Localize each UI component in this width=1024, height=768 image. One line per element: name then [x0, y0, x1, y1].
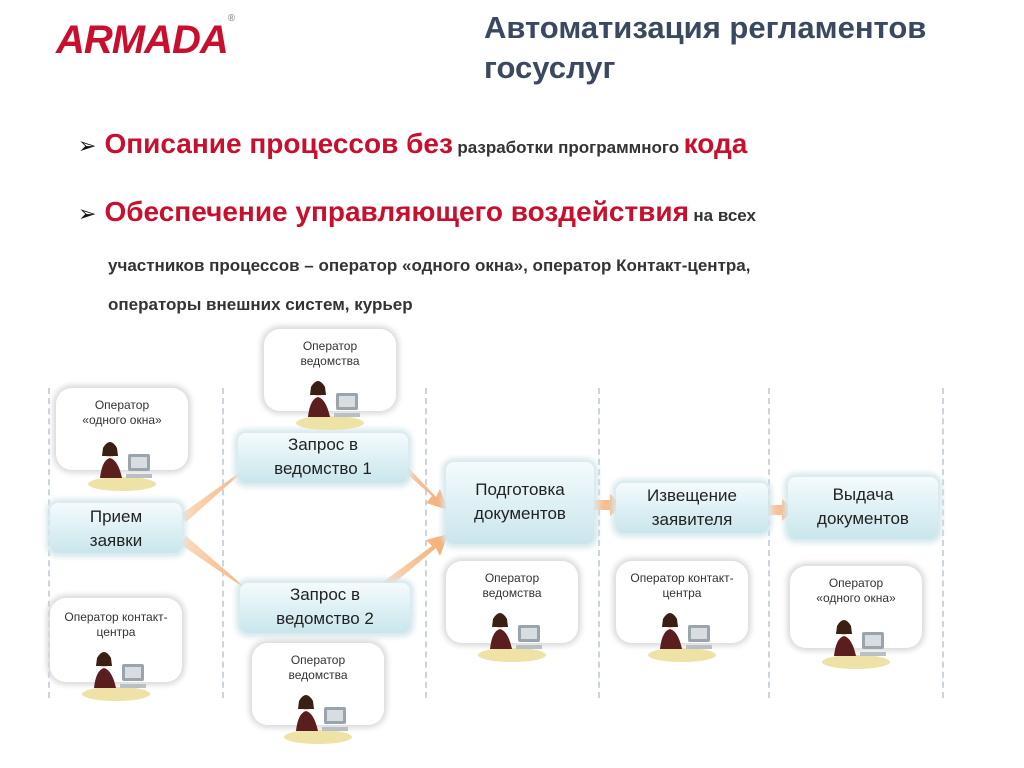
column-separator	[942, 388, 944, 698]
operator-card-window-left: Оператор «одного окна»	[56, 388, 188, 491]
operator-card-window-right: Оператор «одного окна»	[790, 566, 922, 669]
bullet-1: ➢ Описание процессов без разработки прог…	[78, 128, 748, 159]
bullet-arrow-icon: ➢	[78, 133, 97, 158]
step-notify: Извещение заявителя	[616, 483, 768, 533]
column-separator	[48, 388, 50, 698]
step-issue: Выдача документов	[788, 477, 938, 539]
operator-at-desk-icon	[296, 381, 364, 430]
bullet-2-line-2: участников процессов – оператор «одного …	[108, 256, 751, 275]
step-request1: Запрос в ведомство 1	[238, 433, 408, 483]
step-request2: Запрос в ведомство 2	[240, 583, 410, 633]
operator-at-desk-icon	[88, 442, 156, 491]
arrow-receive-to-request1	[180, 452, 262, 522]
step-prepare: Подготовка документов	[446, 462, 594, 544]
bullet-2-line-3: операторы внешних систем, курьер	[108, 295, 413, 314]
arrow-prepare-to-notify	[582, 494, 622, 516]
operator-card-call-right: Оператор контакт-центра	[616, 561, 748, 662]
armada-logo: ARMADA®	[56, 12, 235, 62]
operator-at-desk-icon	[822, 620, 890, 669]
column-separator	[222, 388, 224, 698]
step-receive: Прием заявки	[50, 503, 182, 553]
operator-at-desk-icon	[284, 695, 352, 744]
operator-card-dept-mid: Оператор ведомства	[446, 561, 578, 662]
arrow-notify-to-issue	[758, 499, 794, 521]
arrow-request2-to-prepare	[380, 534, 448, 590]
arrow-receive-to-request2	[180, 536, 262, 604]
page-title: Автоматизация регламентов госуслуг	[484, 10, 927, 85]
bullet-2: ➢ Обеспечение управляющего воздействия н…	[78, 196, 756, 227]
operator-card-call-left: Оператор контакт-центра	[50, 598, 182, 701]
operator-card-dept-top: Оператор ведомства	[264, 329, 396, 430]
operator-at-desk-icon	[82, 652, 150, 701]
bullet-arrow-icon: ➢	[78, 201, 97, 226]
operator-at-desk-icon	[648, 613, 716, 662]
column-separator	[425, 388, 427, 698]
operator-at-desk-icon	[478, 613, 546, 662]
column-separator	[768, 388, 770, 698]
operator-card-dept-bottom: Оператор ведомства	[252, 643, 384, 744]
column-separator	[598, 388, 600, 698]
